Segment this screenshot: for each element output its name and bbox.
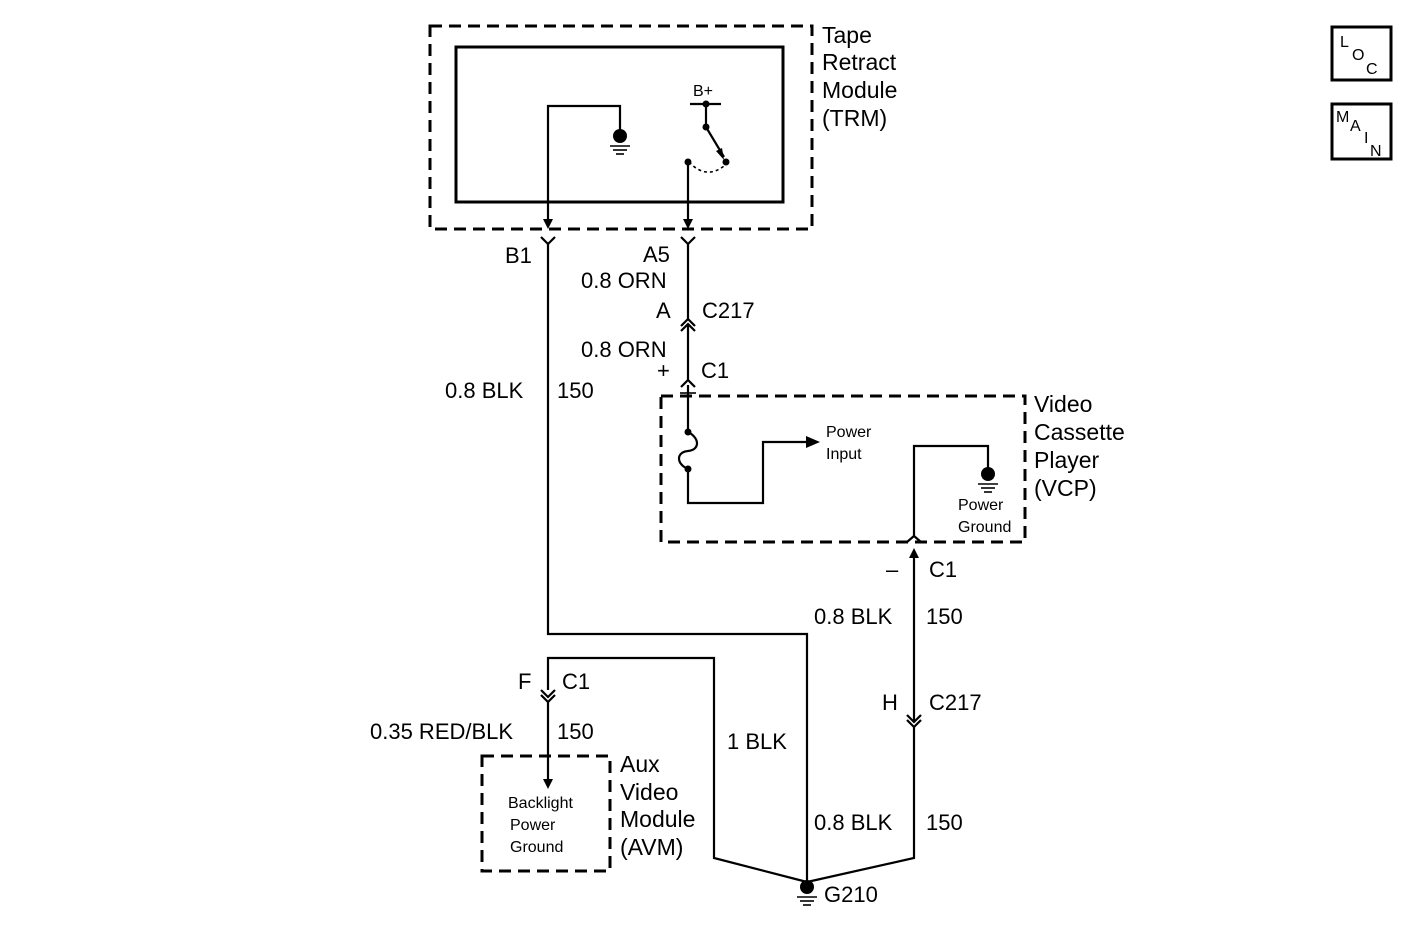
vcp-module: Power Input Power Ground Video Cassette … [659,391,1131,544]
avm-module: Backlight Power Ground Aux Video Module … [480,751,702,873]
svg-text:A: A [1350,118,1361,135]
c217-h-pin: H [882,690,898,715]
trm-dashed-outline [428,24,814,231]
orn-upper-gauge: 0.8 ORN [581,268,667,293]
vcp-fuse-symbol [677,431,699,471]
ground-icon [800,880,814,894]
avm-title: Aux Video Module (AVM) [620,751,702,860]
power-input-arrow [806,436,820,448]
svg-text:O: O [1352,47,1364,64]
power-ground-label: Power Ground [958,497,1011,536]
red-blk-gauge: 0.35 RED/BLK [370,719,513,744]
vcp-c1-minus-pin: – [886,557,899,582]
b1-pin-label: B1 [505,243,532,268]
power-input-label: Power Input [826,424,876,463]
blk-mid-gauge: 0.8 BLK [814,604,893,629]
svg-text:I: I [1364,130,1368,147]
red-blk-circuit: 150 [557,719,594,744]
svg-text:M: M [1336,109,1349,126]
svg-text:L: L [1340,34,1349,51]
c217-top-pin: A [656,298,671,323]
blk-left-circuit: 150 [557,378,594,403]
vcp-c1-plus-name: C1 [701,358,729,383]
vcp-ground-wire: – C1 0.8 BLK 150 H C217 0.8 BLK 150 [806,534,982,884]
svg-text:N: N [1370,143,1382,160]
trm-module: B+ Tape Retract Module (TRM) [428,22,904,231]
blk-mid-circuit: 150 [926,604,963,629]
a5-power-wire: A5 0.8 ORN A C217 0.8 ORN + C1 [581,236,755,432]
vcp-dashed-outline [659,394,1027,544]
main-badge[interactable]: M A I N [1330,102,1393,161]
c217-top-name: C217 [702,298,755,323]
blk-low-gauge: 0.8 BLK [814,810,893,835]
vcp-ground-symbol [978,467,998,493]
blk-low-circuit: 150 [926,810,963,835]
avm-dashed-outline [480,754,612,873]
trm-switch-arc [688,161,725,173]
backlight-power-ground-label: Backlight Power Ground [508,795,577,856]
blk-left-gauge: 0.8 BLK [445,378,524,403]
svg-text:C: C [1366,61,1378,78]
trm-title: Tape Retract Module (TRM) [822,22,904,131]
loc-badge[interactable]: L O C [1330,25,1393,82]
b1-ground-wire: B1 0.8 BLK 150 [445,236,809,882]
a5-pin-label: A5 [643,242,670,267]
trm-internal-ground-wire [546,104,622,222]
vcp-c1-minus-name: C1 [929,557,957,582]
orn-lower-gauge: 0.8 ORN [581,337,667,362]
avm-c1-name: C1 [562,669,590,694]
avm-ground-wire: F C1 0.35 RED/BLK 150 1 BLK [370,656,808,884]
vcp-title: Video Cassette Player (VCP) [1034,391,1131,501]
one-blk-label: 1 BLK [727,729,787,754]
trm-internal-ground-symbol [610,129,630,155]
g210-ground: G210 [797,880,878,907]
avm-c1-pin: F [518,669,531,694]
trm-inner-box [454,45,785,204]
bplus-label: B+ [693,83,713,100]
g210-label: G210 [824,882,878,907]
c217-h-name: C217 [929,690,982,715]
vcp-c1-plus-pin: + [657,358,670,383]
